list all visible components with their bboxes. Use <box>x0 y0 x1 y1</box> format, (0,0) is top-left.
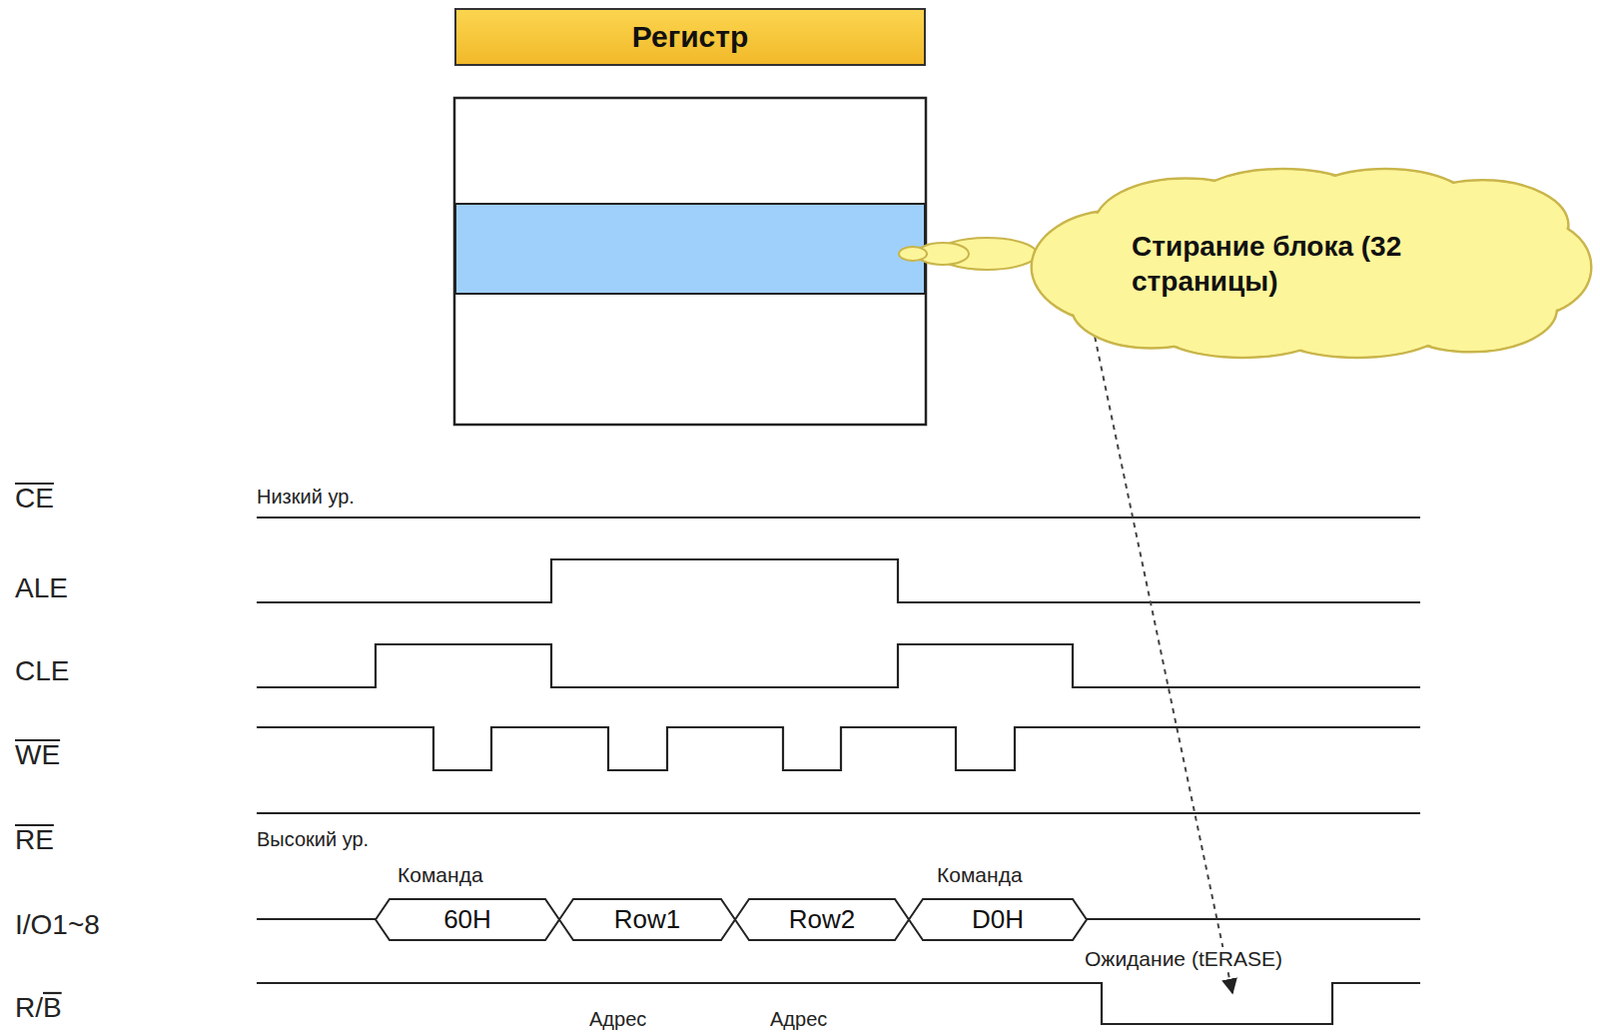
cloud-shape <box>1025 168 1598 358</box>
ale-wave <box>256 559 1421 603</box>
callout-text: Стирание блока (32 страницы) <box>1131 228 1492 299</box>
bus-value: Row2 <box>789 902 855 936</box>
title-text: Регистр <box>632 17 750 56</box>
we-wave <box>256 727 1421 771</box>
leader-arrow <box>1086 297 1233 993</box>
title-box: Регистр <box>454 7 926 66</box>
phase-note: Команда <box>936 862 1023 886</box>
bus-address: Row1 <box>559 897 736 941</box>
signal-name: R/B <box>14 992 62 1024</box>
cle-wave <box>256 644 1421 688</box>
level-note: Высокий ур. <box>256 827 369 850</box>
signal-name: I/O1~8 <box>14 909 100 941</box>
wait-note: Ожидание (tERASE) <box>1081 946 1286 970</box>
bus-command: 60H <box>375 897 560 941</box>
io-idle-left <box>256 917 376 920</box>
signal-name: CLE <box>14 656 69 688</box>
signal-name: CE <box>14 483 54 515</box>
callout-cloud: Стирание блока (32 страницы) <box>1025 168 1598 358</box>
io-idle-right <box>1086 917 1421 920</box>
level-note: Низкий ур. <box>256 485 355 508</box>
bus-value: 60H <box>443 902 492 936</box>
thought-bubbles <box>898 237 1037 270</box>
erased-block-band <box>455 203 925 294</box>
signal-name: RE <box>14 824 54 856</box>
phase-note: Адрес <box>770 1007 827 1030</box>
bus-value: D0H <box>971 902 1024 936</box>
ce-wave <box>256 516 1421 519</box>
signal-name: WE <box>14 740 60 772</box>
re-wave <box>256 811 1421 814</box>
register-body <box>454 97 926 425</box>
bus-value: Row1 <box>614 902 681 936</box>
phase-note: Адрес <box>589 1007 647 1030</box>
rb-wave <box>256 982 1421 1024</box>
phase-note: Команда <box>397 862 484 886</box>
bus-command: D0H <box>908 897 1087 941</box>
bus-address: Row2 <box>735 897 909 941</box>
signal-name: ALE <box>14 573 68 605</box>
